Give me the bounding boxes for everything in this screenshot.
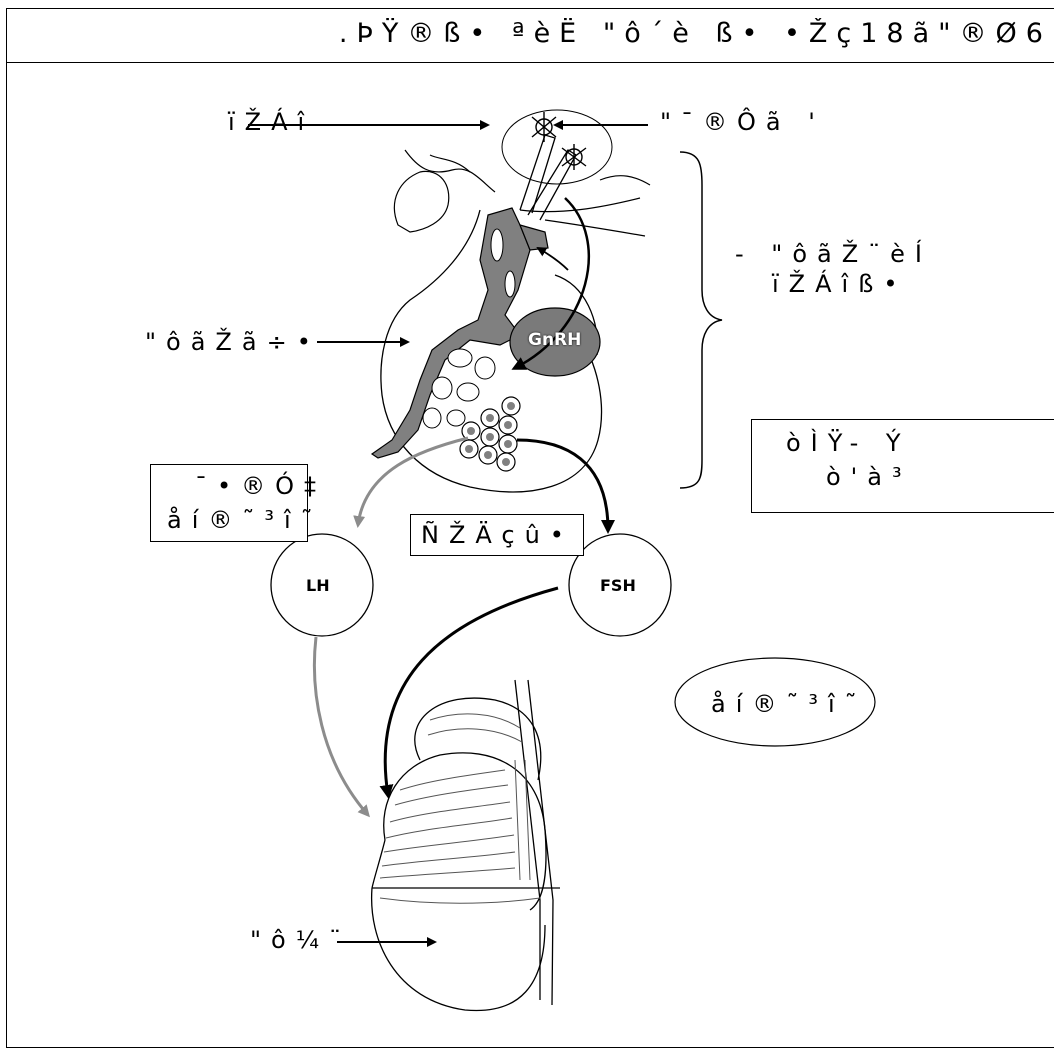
brain-outline bbox=[393, 149, 651, 237]
arrow-lh-to-testis bbox=[312, 636, 370, 818]
portal-vessels bbox=[370, 207, 549, 459]
lh-circle bbox=[270, 533, 374, 637]
arrow-gnrh-up bbox=[536, 246, 569, 271]
label-hypothalamus: ïŽÁî bbox=[228, 108, 315, 136]
box-left-line2: åí®˜³î˜ bbox=[167, 506, 323, 534]
label-testis: "ô¼¨ bbox=[250, 926, 351, 954]
arrow-to-fsh bbox=[516, 438, 615, 534]
arrow-gnrh-down bbox=[511, 197, 590, 370]
label-bracket-line2: ïŽÁîß• bbox=[772, 270, 908, 298]
box-right: òÌŸ- Ý ò'à³ bbox=[751, 419, 1054, 513]
fsh-circle bbox=[568, 533, 672, 637]
label-pituitary: "ôãŽã÷• bbox=[145, 328, 321, 356]
neuron-ellipse bbox=[501, 109, 613, 185]
box-mid-text: ÑŽÄçû• bbox=[421, 521, 574, 549]
bracket bbox=[679, 151, 723, 489]
box-mid: ÑŽÄçû• bbox=[410, 514, 584, 556]
ellipse-right-text: åí®˜³î˜ bbox=[711, 690, 867, 718]
box-right-line1: òÌŸ- Ý bbox=[786, 429, 911, 457]
fsh-label: FSH bbox=[600, 576, 636, 595]
arrow-fsh-to-testis bbox=[379, 586, 559, 799]
lh-label: LH bbox=[306, 576, 330, 595]
target-ellipse bbox=[674, 657, 876, 747]
page-title: .ÞŸ®ß• ªèË "ô´è ß• •Žç18ã"®Ø6 bbox=[338, 18, 1052, 49]
testis-drawing bbox=[370, 679, 560, 1012]
label-bracket-line1: - "ôãŽ¨èÍ bbox=[735, 240, 933, 268]
gnrh-label: GnRH bbox=[528, 330, 582, 350]
testis-tubules bbox=[379, 713, 541, 904]
box-left: ¯•®Ó‡ åí®˜³î˜ bbox=[150, 464, 327, 542]
box-left-line1: ¯•®Ó‡ bbox=[195, 472, 327, 500]
title-divider bbox=[6, 62, 1054, 63]
portal-vessel-holes bbox=[422, 228, 516, 429]
box-right-line2: ò'à³ bbox=[826, 463, 912, 491]
label-neurons: "¯®Ôã ' bbox=[660, 108, 825, 136]
arrow-to-lh bbox=[353, 436, 469, 528]
